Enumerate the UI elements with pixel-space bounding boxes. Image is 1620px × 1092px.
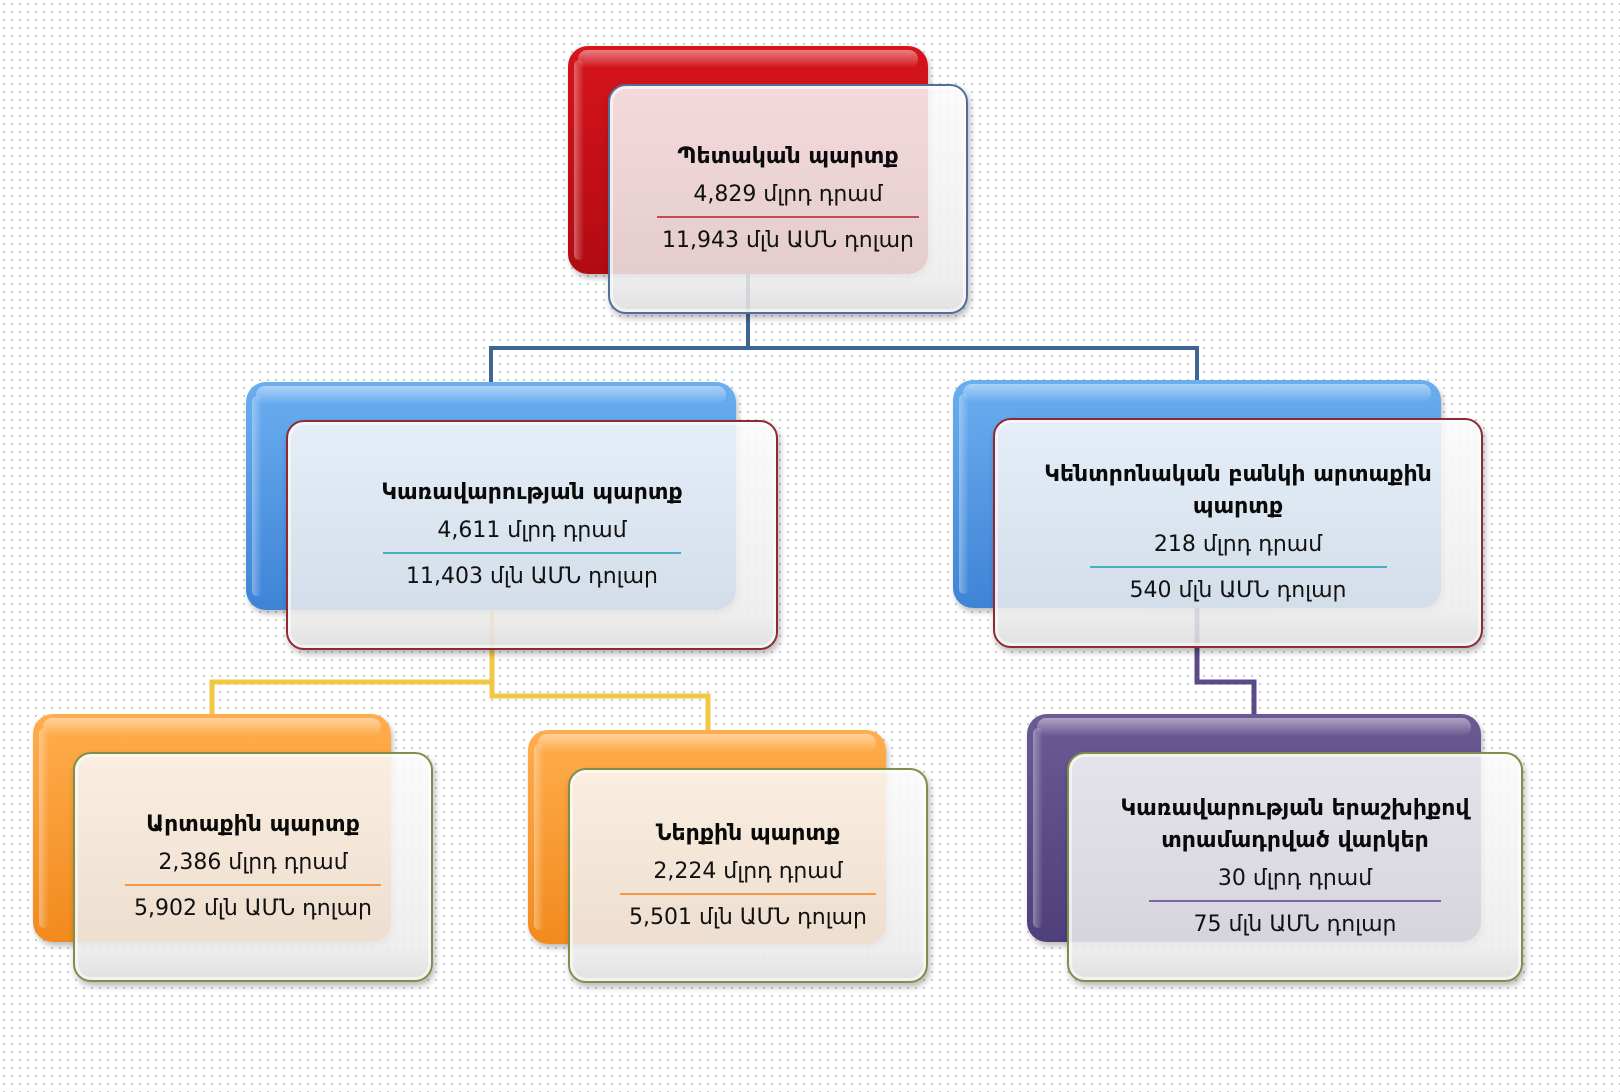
amount-usd: 75 մլն ԱՄՆ դոլար: [1193, 912, 1397, 937]
amount-amd: 30 մլրդ դրամ: [1217, 866, 1373, 891]
amount-amd: 218 մլրդ դրամ: [1153, 532, 1323, 557]
separator: [656, 216, 920, 218]
amount-usd: 11,403 մլն ԱՄՆ դոլար: [405, 564, 658, 589]
node-title: Ներքին պարտք: [655, 820, 841, 846]
node-title: Պետական պարտք: [677, 144, 899, 169]
node-card: Կենտրոնական բանկի արտաքին պարտք 218 մլրդ…: [993, 418, 1483, 648]
node-card: Պետական պարտք 4,829 մլրդ դրամ 11,943 մլն…: [608, 84, 968, 314]
separator: [125, 884, 381, 886]
node-card: Արտաքին պարտք 2,386 մլրդ դրամ 5,902 մլն …: [73, 752, 433, 982]
amount-usd: 540 մլն ԱՄՆ դոլար: [1129, 578, 1347, 603]
node-title: Արտաքին պարտք: [146, 812, 360, 837]
node-title: Կենտրոնական բանկի արտաքին պարտք: [1044, 462, 1432, 519]
connector-government-internal: [489, 682, 711, 730]
amount-amd: 4,829 մլրդ դրամ: [693, 182, 883, 207]
amount-usd: 5,501 մլն ԱՄՆ դոլար: [628, 904, 867, 930]
amount-amd: 2,386 մլրդ դրամ: [158, 850, 348, 875]
amount-usd: 5,902 մլն ԱՄՆ դոլար: [133, 896, 372, 921]
connector-root-central-bank: [748, 346, 1199, 380]
node-card: Կառավարության երաշխիքով տրամադրված վարկե…: [1067, 752, 1523, 982]
separator: [620, 892, 876, 895]
separator: [382, 552, 682, 554]
node-card: Ներքին պարտք 2,224 մլրդ դրամ 5,501 մլն Ա…: [568, 768, 928, 983]
node-title: Կառավարության երաշխիքով տրամադրված վարկե…: [1120, 796, 1470, 853]
node-card: Կառավարության պարտք 4,611 մլրդ դրամ 11,4…: [286, 420, 778, 650]
amount-amd: 2,224 մլրդ դրամ: [653, 858, 843, 884]
amount-usd: 11,943 մլն ԱՄՆ դոլար: [661, 228, 914, 253]
debt-structure-diagram: Պետական պարտք 4,829 մլրդ դրամ 11,943 մլն…: [33, 46, 1523, 983]
separator: [1089, 566, 1387, 568]
node-title: Կառավարության պարտք: [381, 480, 683, 505]
amount-amd: 4,611 մլրդ դրամ: [437, 518, 627, 543]
separator: [1149, 900, 1441, 902]
